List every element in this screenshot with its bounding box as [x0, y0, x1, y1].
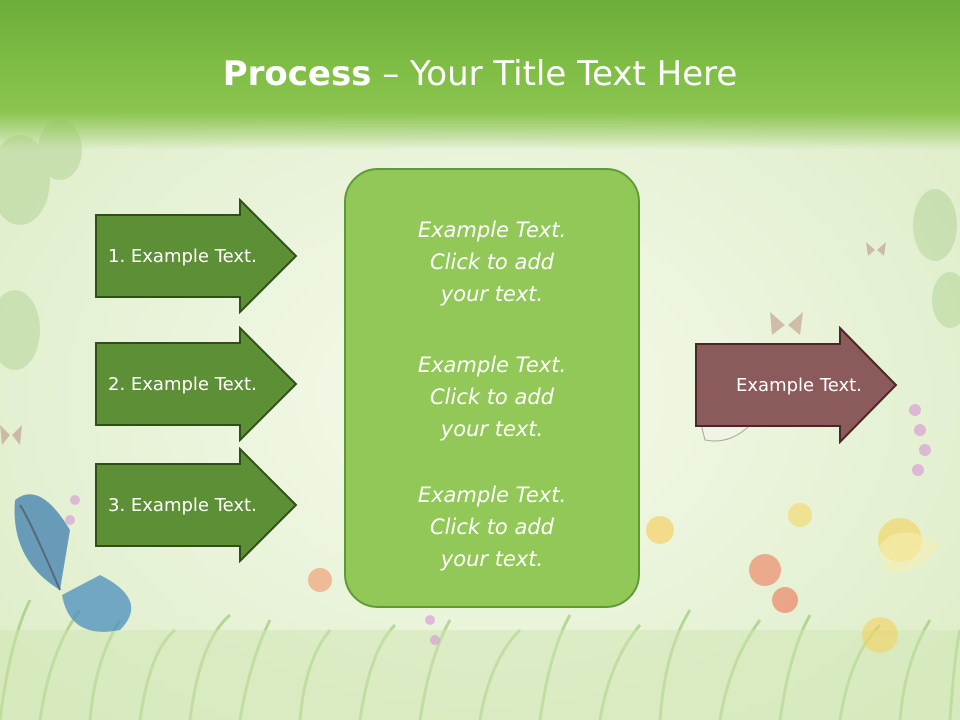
step-arrow-3[interactable]: 3. Example Text.	[94, 447, 300, 563]
title-band	[0, 0, 960, 150]
step-arrow-2[interactable]: 2. Example Text.	[94, 326, 300, 442]
paragraph-3-line-3: your text.	[440, 547, 544, 571]
step-arrow-3-shape	[95, 447, 298, 563]
slide-title[interactable]: Process – Your Title Text Here	[0, 52, 960, 96]
paragraph-2-line-2: Click to add	[429, 385, 554, 409]
result-arrow-label: Example Text.	[736, 374, 862, 396]
step-arrow-1[interactable]: 1. Example Text.	[94, 198, 300, 314]
center-paragraph-3: Example Text. Click to add your text.	[346, 479, 638, 575]
title-bold-part: Process	[222, 54, 372, 94]
paragraph-1-line-2: Click to add	[429, 250, 554, 274]
paragraph-3-line-1: Example Text.	[417, 483, 567, 507]
step-arrow-2-shape	[95, 326, 298, 442]
paragraph-2-line-1: Example Text.	[417, 353, 567, 377]
paragraph-1-line-1: Example Text.	[417, 218, 567, 242]
step-arrow-1-shape	[95, 198, 298, 314]
step-arrow-3-label: 3. Example Text.	[108, 494, 257, 516]
center-paragraph-2: Example Text. Click to add your text.	[346, 349, 638, 445]
paragraph-3-line-2: Click to add	[429, 515, 554, 539]
paragraph-2-line-3: your text.	[440, 417, 544, 441]
paragraph-1-line-3: your text.	[440, 282, 544, 306]
step-arrow-1-label: 1. Example Text.	[108, 245, 257, 267]
center-text-box[interactable]: Example Text. Click to add your text. Ex…	[344, 168, 640, 608]
title-rest-part: – Your Title Text Here	[371, 54, 738, 94]
result-arrow[interactable]: Example Text.	[694, 326, 900, 444]
center-paragraph-1: Example Text. Click to add your text.	[346, 214, 638, 310]
step-arrow-2-label: 2. Example Text.	[108, 373, 257, 395]
result-arrow-shape	[695, 326, 898, 444]
